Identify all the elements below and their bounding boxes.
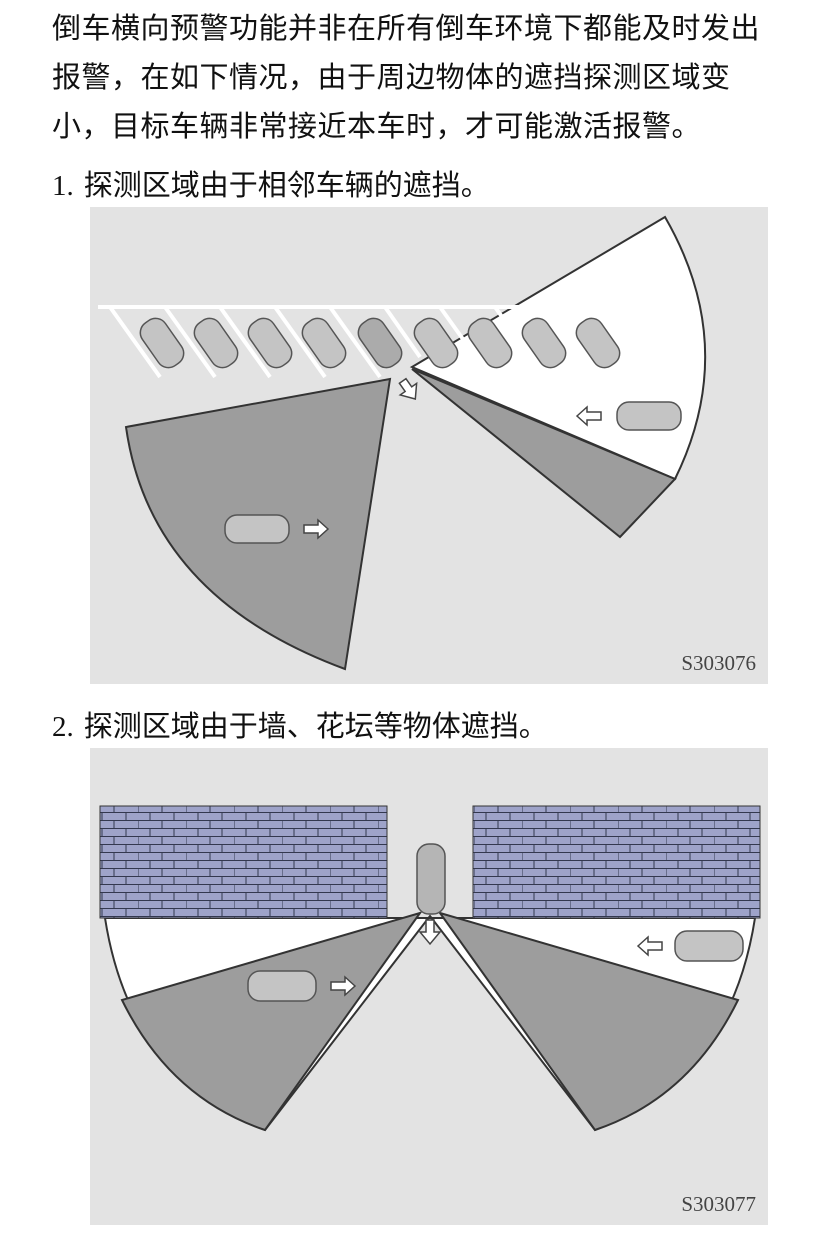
target-car-left: [224, 514, 290, 544]
item-number: 2.: [52, 711, 74, 743]
own-vehicle: [416, 843, 446, 915]
parking-lines: [98, 305, 657, 379]
reverse-arrow-icon: [418, 919, 442, 946]
figure-wall-obstruction: S303077: [90, 748, 768, 1225]
arrow-right-icon: [330, 975, 357, 997]
effective-zone-left: [120, 911, 423, 1132]
reverse-arrow-icon: [398, 377, 418, 400]
list-item-1: 1. 探测区域由于相邻车辆的遮挡。: [52, 162, 490, 204]
item-text: 探测区域由于墙、花坛等物体遮挡。: [83, 709, 548, 743]
item-number: 1.: [52, 170, 74, 202]
arrow-right-icon: [303, 518, 330, 540]
target-car-right: [674, 930, 744, 962]
wall-right: [472, 805, 761, 919]
figure-code: S303077: [681, 1192, 756, 1216]
effective-zone-right: [437, 911, 740, 1132]
intro-paragraph: 倒车横向预警功能并非在所有倒车环境下都能及时发出报警，在如下情况，由于周边物体的…: [52, 11, 761, 143]
figure-adjacent-vehicles: S303076: [90, 207, 768, 684]
effective-zone-right: [411, 368, 677, 539]
wall-left: [99, 805, 388, 919]
item-text: 探测区域由于相邻车辆的遮挡。: [83, 168, 490, 202]
parked-cars: [139, 317, 621, 369]
target-car-right: [616, 401, 682, 431]
arrow-left-icon: [575, 405, 602, 427]
arrow-left-icon: [636, 935, 663, 957]
figure-code: S303076: [681, 651, 756, 675]
list-item-2: 2. 探测区域由于墙、花坛等物体遮挡。: [52, 703, 548, 745]
target-car-left: [247, 970, 317, 1002]
own-vehicle: [357, 317, 403, 369]
